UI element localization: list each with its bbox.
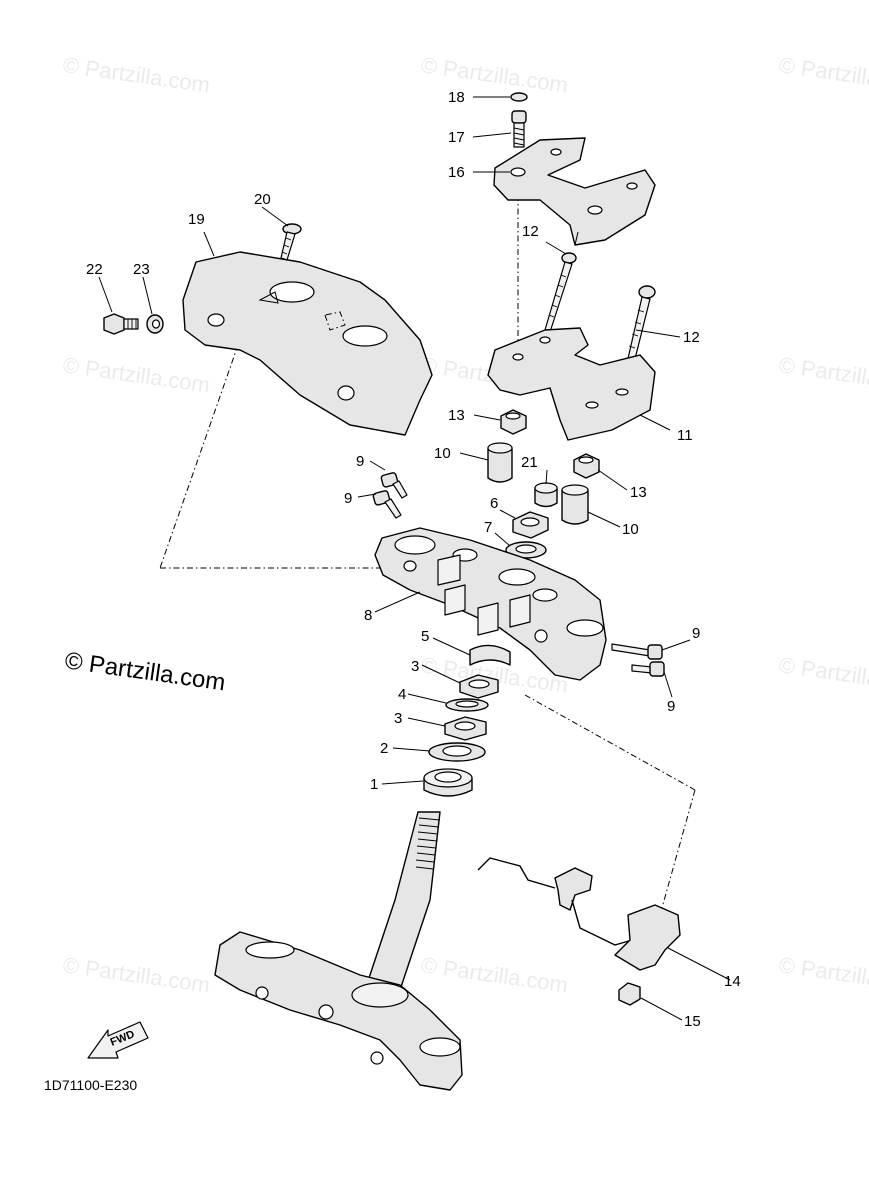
callout-3: 3 <box>394 710 402 727</box>
callout-17: 17 <box>448 129 465 146</box>
part-3-ring-nut-a <box>459 674 499 699</box>
part-16-upper-holder <box>493 137 656 246</box>
part-14-cable-guide <box>477 857 681 971</box>
callout-18: 18 <box>448 89 465 106</box>
part-9-bolt-c <box>611 643 663 660</box>
callout-8: 8 <box>364 607 372 624</box>
watermark: © Partzilla.com <box>61 952 211 997</box>
part-19-crown-cover <box>182 251 433 436</box>
callout-16: 16 <box>448 164 465 181</box>
part-21-cap <box>534 482 558 508</box>
callout-14: 14 <box>724 973 741 990</box>
callout-5: 5 <box>421 628 429 645</box>
watermark: © Partzilla.com <box>777 52 869 97</box>
callout-3: 3 <box>411 658 419 675</box>
part-5-ring <box>469 644 511 666</box>
callout-12: 12 <box>522 223 539 240</box>
leader-lines <box>98 96 731 1021</box>
callout-9: 9 <box>692 625 700 642</box>
part-9-bolt-d <box>631 661 665 677</box>
callout-10: 10 <box>434 445 451 462</box>
callout-12: 12 <box>683 329 700 346</box>
watermark-main: © Partzilla.com <box>63 647 227 696</box>
part-8-upper-bracket <box>374 527 607 681</box>
part-6-nut <box>512 511 549 539</box>
callout-15: 15 <box>684 1013 701 1030</box>
part-11-lower-holder <box>487 327 656 441</box>
callout-13: 13 <box>448 407 465 424</box>
part-23-washer <box>146 314 164 334</box>
callout-19: 19 <box>188 211 205 228</box>
fwd-arrow-icon: FWD <box>87 1021 149 1059</box>
callout-2: 2 <box>380 740 388 757</box>
part-2-bearing-cover <box>428 742 486 762</box>
watermark: © Partzilla.com <box>777 352 869 397</box>
steering-stem <box>214 811 463 1091</box>
callout-11: 11 <box>677 427 693 444</box>
watermark-layer: © Partzilla.com © Partzilla.com © Partzi… <box>61 52 869 997</box>
callout-9: 9 <box>667 698 675 715</box>
callout-9: 9 <box>356 453 364 470</box>
part-3-ring-nut-b <box>444 716 487 741</box>
part-17-bolt <box>511 110 527 148</box>
watermark: © Partzilla.com <box>61 52 211 97</box>
watermark: © Partzilla.com <box>777 952 869 997</box>
watermark: © Partzilla.com <box>419 952 569 997</box>
part-12-bolt-a <box>544 252 577 333</box>
callout-10: 10 <box>622 521 639 538</box>
diagram-code: 1D71100-E230 <box>44 1077 137 1093</box>
callout-labels: 18 17 16 20 19 22 23 12 12 11 13 10 21 1… <box>86 89 741 1030</box>
part-9-bolt-a <box>380 472 408 499</box>
watermark: © Partzilla.com <box>61 352 211 397</box>
part-1-bearing <box>423 768 473 797</box>
callout-1: 1 <box>370 776 378 793</box>
callout-9: 9 <box>344 490 352 507</box>
part-20-screw <box>280 223 302 261</box>
part-15-nut <box>618 982 641 1006</box>
part-7-washer <box>505 541 547 559</box>
part-9-bolt-b <box>372 490 402 519</box>
callout-4: 4 <box>398 686 406 703</box>
callout-6: 6 <box>490 495 498 512</box>
part-13-bushing-b <box>573 453 600 479</box>
callout-7: 7 <box>484 519 492 536</box>
callout-20: 20 <box>254 191 271 208</box>
watermark: © Partzilla.com <box>419 52 569 97</box>
part-4-lock-washer <box>445 698 489 712</box>
part-22-bolt <box>103 313 139 335</box>
part-10-collar-b <box>561 484 589 525</box>
callout-23: 23 <box>133 261 150 278</box>
callout-22: 22 <box>86 261 103 278</box>
watermark: © Partzilla.com <box>777 652 869 697</box>
part-13-bushing-a <box>500 409 527 435</box>
part-10-collar-a <box>487 442 513 483</box>
callout-21: 21 <box>521 454 538 471</box>
assembly-lines <box>159 195 696 916</box>
part-18-cap <box>510 92 528 102</box>
callout-13: 13 <box>630 484 647 501</box>
